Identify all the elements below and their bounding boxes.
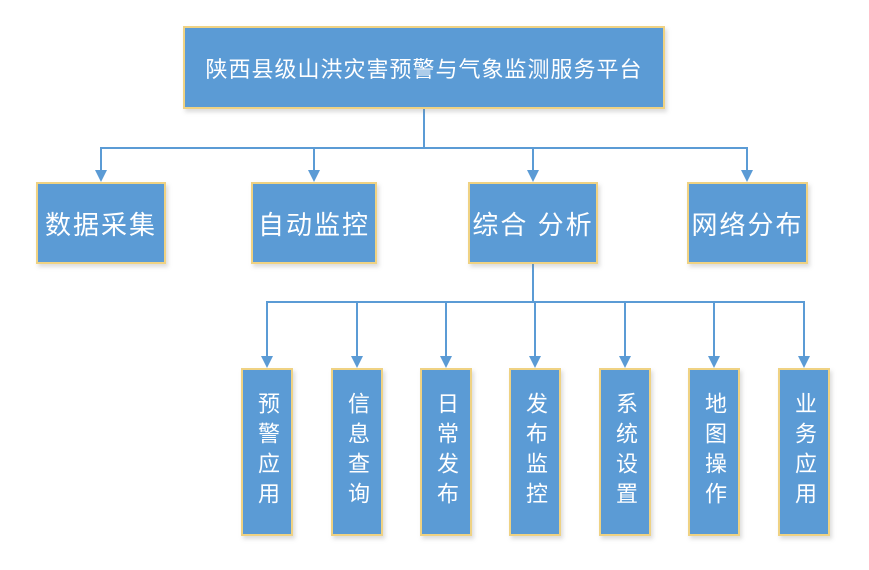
node-label: 自动监控 xyxy=(257,209,370,240)
node-business-application: 业务应用 xyxy=(778,368,830,536)
arrow-down-icon xyxy=(308,170,320,182)
node-label: 发布监控 xyxy=(523,392,548,512)
arrow-down-icon xyxy=(527,170,539,182)
level2-to-level3-connectors xyxy=(261,264,810,368)
node-label: 网络分布 xyxy=(691,209,804,240)
node-label: 系统设置 xyxy=(613,392,638,512)
arrow-down-icon xyxy=(798,356,810,368)
arrow-down-icon xyxy=(708,356,720,368)
node-platform-title: 陕西县级山洪灾害预警与气象监测服务平台 xyxy=(183,26,665,109)
node-comprehensive-analysis: 综合 分析 xyxy=(468,182,598,264)
node-label: 业务应用 xyxy=(792,392,817,512)
node-warning-application: 预警应用 xyxy=(241,368,293,536)
node-label: 地图操作 xyxy=(702,392,727,512)
arrow-down-icon xyxy=(619,356,631,368)
node-label: 陕西县级山洪灾害预警与气象监测服务平台 xyxy=(205,56,643,82)
arrow-down-icon xyxy=(529,356,541,368)
node-data-collection: 数据采集 xyxy=(36,182,166,264)
node-label: 数据采集 xyxy=(44,209,157,240)
node-daily-release: 日常发布 xyxy=(420,368,472,536)
node-map-operation: 地图操作 xyxy=(688,368,740,536)
arrow-down-icon xyxy=(351,356,363,368)
node-network-distribution: 网络分布 xyxy=(687,182,808,264)
node-label: 综合 分析 xyxy=(472,209,594,240)
arrow-down-icon xyxy=(95,170,107,182)
node-system-settings: 系统设置 xyxy=(599,368,651,536)
arrow-down-icon xyxy=(741,170,753,182)
node-release-monitoring: 发布监控 xyxy=(509,368,561,536)
arrow-down-icon xyxy=(440,356,452,368)
node-auto-monitoring: 自动监控 xyxy=(251,182,377,264)
arrow-down-icon xyxy=(261,356,273,368)
node-label: 日常发布 xyxy=(434,392,459,512)
level1-to-level2-connectors xyxy=(95,109,753,182)
node-label: 信息查询 xyxy=(345,392,370,512)
node-information-query: 信息查询 xyxy=(331,368,383,536)
node-label: 预警应用 xyxy=(255,392,280,512)
